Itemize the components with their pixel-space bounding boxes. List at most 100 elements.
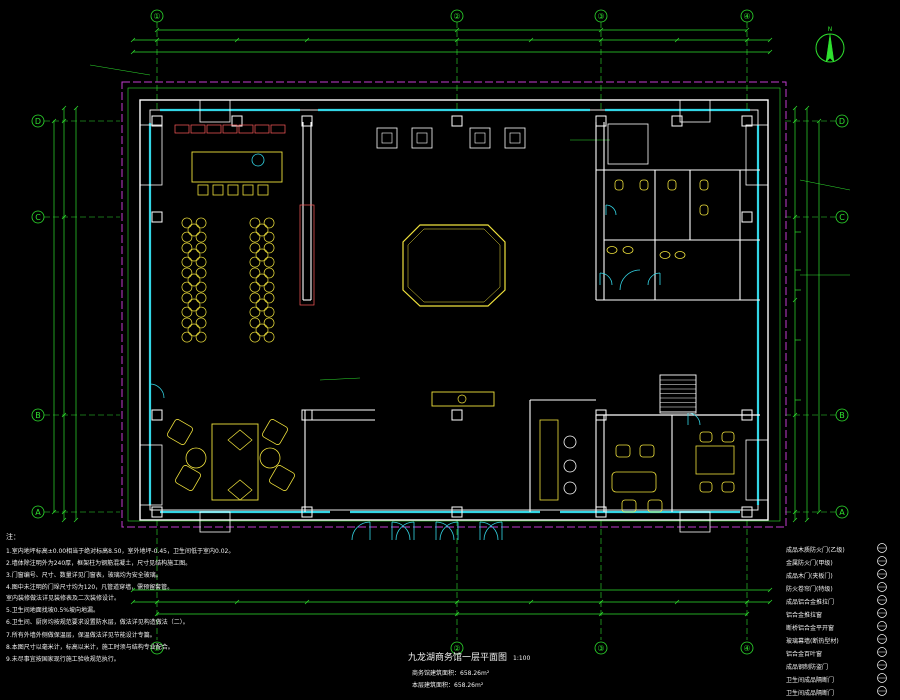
legend-symbol <box>877 543 887 553</box>
cafe-table-set <box>181 267 207 293</box>
chair <box>263 281 275 293</box>
exterior-walls <box>139 99 769 533</box>
legend-item: 断桥铝合金平开窗 <box>786 625 835 632</box>
axis-bubble <box>594 9 608 23</box>
axis-label: C <box>35 213 41 222</box>
counter-display <box>457 394 467 404</box>
table-ornament <box>227 429 253 451</box>
legend-item: 玻璃幕墙(断热型材) <box>786 638 839 645</box>
office-desk <box>611 471 657 493</box>
axis-bubble <box>740 9 754 23</box>
sink <box>606 246 618 254</box>
column <box>451 409 463 421</box>
axis-label: A <box>839 508 845 517</box>
dimension-tick <box>598 611 604 617</box>
legend-item: 铝合金推拉窗 <box>786 612 823 619</box>
bar-stool <box>242 184 254 196</box>
door-swing <box>483 521 503 541</box>
cafe-table <box>187 323 201 337</box>
axis-label: ② <box>453 12 460 21</box>
column <box>301 409 313 421</box>
drawing-scale: 1:100 <box>513 655 531 662</box>
washbasin-counter <box>539 419 559 501</box>
cafe-table <box>255 223 269 237</box>
axis-bubble <box>835 114 849 128</box>
cafe-table-set <box>181 292 207 318</box>
cafe-table <box>255 323 269 337</box>
chair <box>249 331 261 343</box>
wall-pier <box>745 124 769 186</box>
area-line: 本层建筑面积：658.26m² <box>412 682 484 689</box>
legend-item: 防火卷帘门(特级) <box>786 586 833 593</box>
bar-stool <box>227 184 239 196</box>
side-table <box>185 447 207 469</box>
dimension-tick <box>51 118 57 124</box>
dimension-tick <box>744 27 750 33</box>
side-table <box>259 447 281 469</box>
furniture <box>167 124 735 513</box>
legend-symbol <box>877 686 887 696</box>
sink <box>659 251 671 259</box>
site-boundary <box>121 81 787 528</box>
door-swing <box>647 272 661 286</box>
cafe-table <box>255 248 269 262</box>
chair <box>181 256 193 268</box>
dimension-tick <box>767 49 773 55</box>
outer-wall <box>139 99 769 521</box>
dimension-tick <box>598 37 604 43</box>
legend-item: 成品铝合金推拉门 <box>786 599 835 606</box>
chair <box>263 292 275 304</box>
column <box>741 506 753 518</box>
chair <box>181 242 193 254</box>
dimension-tick <box>674 599 680 605</box>
axis-bubble <box>31 114 45 128</box>
axis-label: D <box>839 117 845 126</box>
stair-outline <box>659 374 697 414</box>
dimension-tick <box>454 611 460 617</box>
legend-symbol <box>877 660 887 670</box>
exhibit-case <box>411 127 433 149</box>
column <box>151 409 163 421</box>
axis-bubble <box>31 505 45 519</box>
cafe-table-set <box>249 317 275 343</box>
dimension-tick <box>61 517 67 523</box>
chair <box>249 281 261 293</box>
axis-bubble <box>835 210 849 224</box>
dimension-tick <box>598 599 604 605</box>
axis-label: ③ <box>597 12 604 21</box>
wall-pier <box>679 99 711 123</box>
axis-bubble <box>835 408 849 422</box>
dimension-tick <box>51 509 57 515</box>
note-line: 4.图中未注明的门垛尺寸均为120，凡管道穿墙，需预留套管。 <box>6 584 174 591</box>
dimension-tick <box>61 412 67 418</box>
dimension-tick <box>744 37 750 43</box>
column <box>451 506 463 518</box>
dimension-tick <box>792 412 798 418</box>
cafe-table-set <box>249 242 275 268</box>
axis-label: D <box>35 117 41 126</box>
legend-item: 成品木门(夹板门) <box>786 573 833 580</box>
armchair <box>167 419 193 445</box>
dimension-tick <box>454 37 460 43</box>
wall-pier <box>199 99 231 123</box>
chair <box>181 317 193 329</box>
door-swing <box>149 383 165 399</box>
chair <box>181 306 193 318</box>
note-line: 8.本图尺寸以毫米计，标高以米计，施工时须与结构专业配合。 <box>6 644 174 651</box>
chair <box>195 317 207 329</box>
column <box>741 211 753 223</box>
dimension-tick <box>792 105 798 111</box>
north-label: N <box>828 26 833 33</box>
cafe-table <box>255 298 269 312</box>
chair <box>195 242 207 254</box>
service-counter <box>431 391 495 407</box>
dimension-tick <box>792 509 798 515</box>
drawing-title-text: 九龙湖商务馆一层平面图 <box>408 653 508 663</box>
chair <box>249 242 261 254</box>
toilet <box>639 179 649 191</box>
chair <box>263 267 275 279</box>
chair <box>181 217 193 229</box>
axis-label: ① <box>153 12 160 21</box>
cafe-table-set <box>181 242 207 268</box>
